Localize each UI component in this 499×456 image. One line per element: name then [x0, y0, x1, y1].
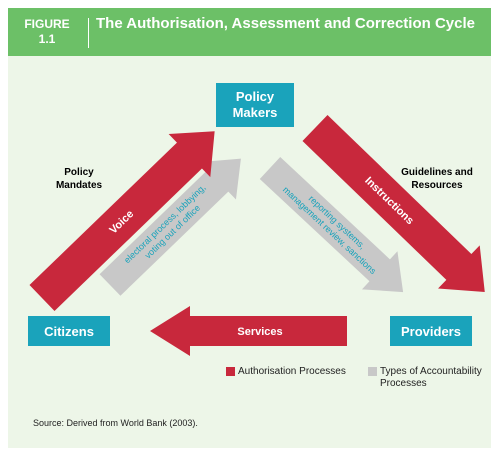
- guidelines-resources-line-1: Guidelines and: [401, 167, 473, 178]
- figure-label-word: FIGURE: [24, 17, 70, 31]
- voice-arrow: Voice: [29, 131, 215, 311]
- legend-accountability-label: Types of Accountability Processes: [380, 366, 482, 389]
- source-note: Source: Derived from World Bank (2003).: [33, 418, 198, 428]
- figure-header-divider: [88, 18, 89, 48]
- policy-makers-line-1: Policy: [235, 89, 275, 104]
- guidelines-resources-label: Guidelines and Resources: [392, 166, 482, 192]
- policy-mandates-line-1: Policy: [64, 167, 94, 178]
- policy-mandates-line-2: Mandates: [55, 180, 103, 191]
- services-arrow-label: Services: [237, 326, 282, 338]
- figure-label: FIGURE 1.1: [16, 17, 78, 47]
- providers-label: Providers: [401, 323, 461, 339]
- figure-label-number: 1.1: [38, 32, 56, 46]
- legend-accountability-swatch: [368, 367, 377, 376]
- policy-makers-line-2: Makers: [232, 105, 278, 120]
- legend-authorisation-swatch: [226, 367, 235, 376]
- policy-mandates-label: Policy Mandates: [48, 166, 110, 192]
- providers-box: Providers: [390, 316, 472, 346]
- figure-title: The Authorisation, Assessment and Correc…: [96, 15, 475, 32]
- guidelines-resources-line-2: Resources: [411, 180, 463, 191]
- citizens-label: Citizens: [44, 323, 94, 339]
- legend-authorisation-label: Authorisation Processes: [238, 366, 346, 377]
- policy-makers-box: Policy Makers: [216, 83, 294, 127]
- services-arrow: Services: [150, 306, 347, 356]
- citizens-box: Citizens: [28, 316, 110, 346]
